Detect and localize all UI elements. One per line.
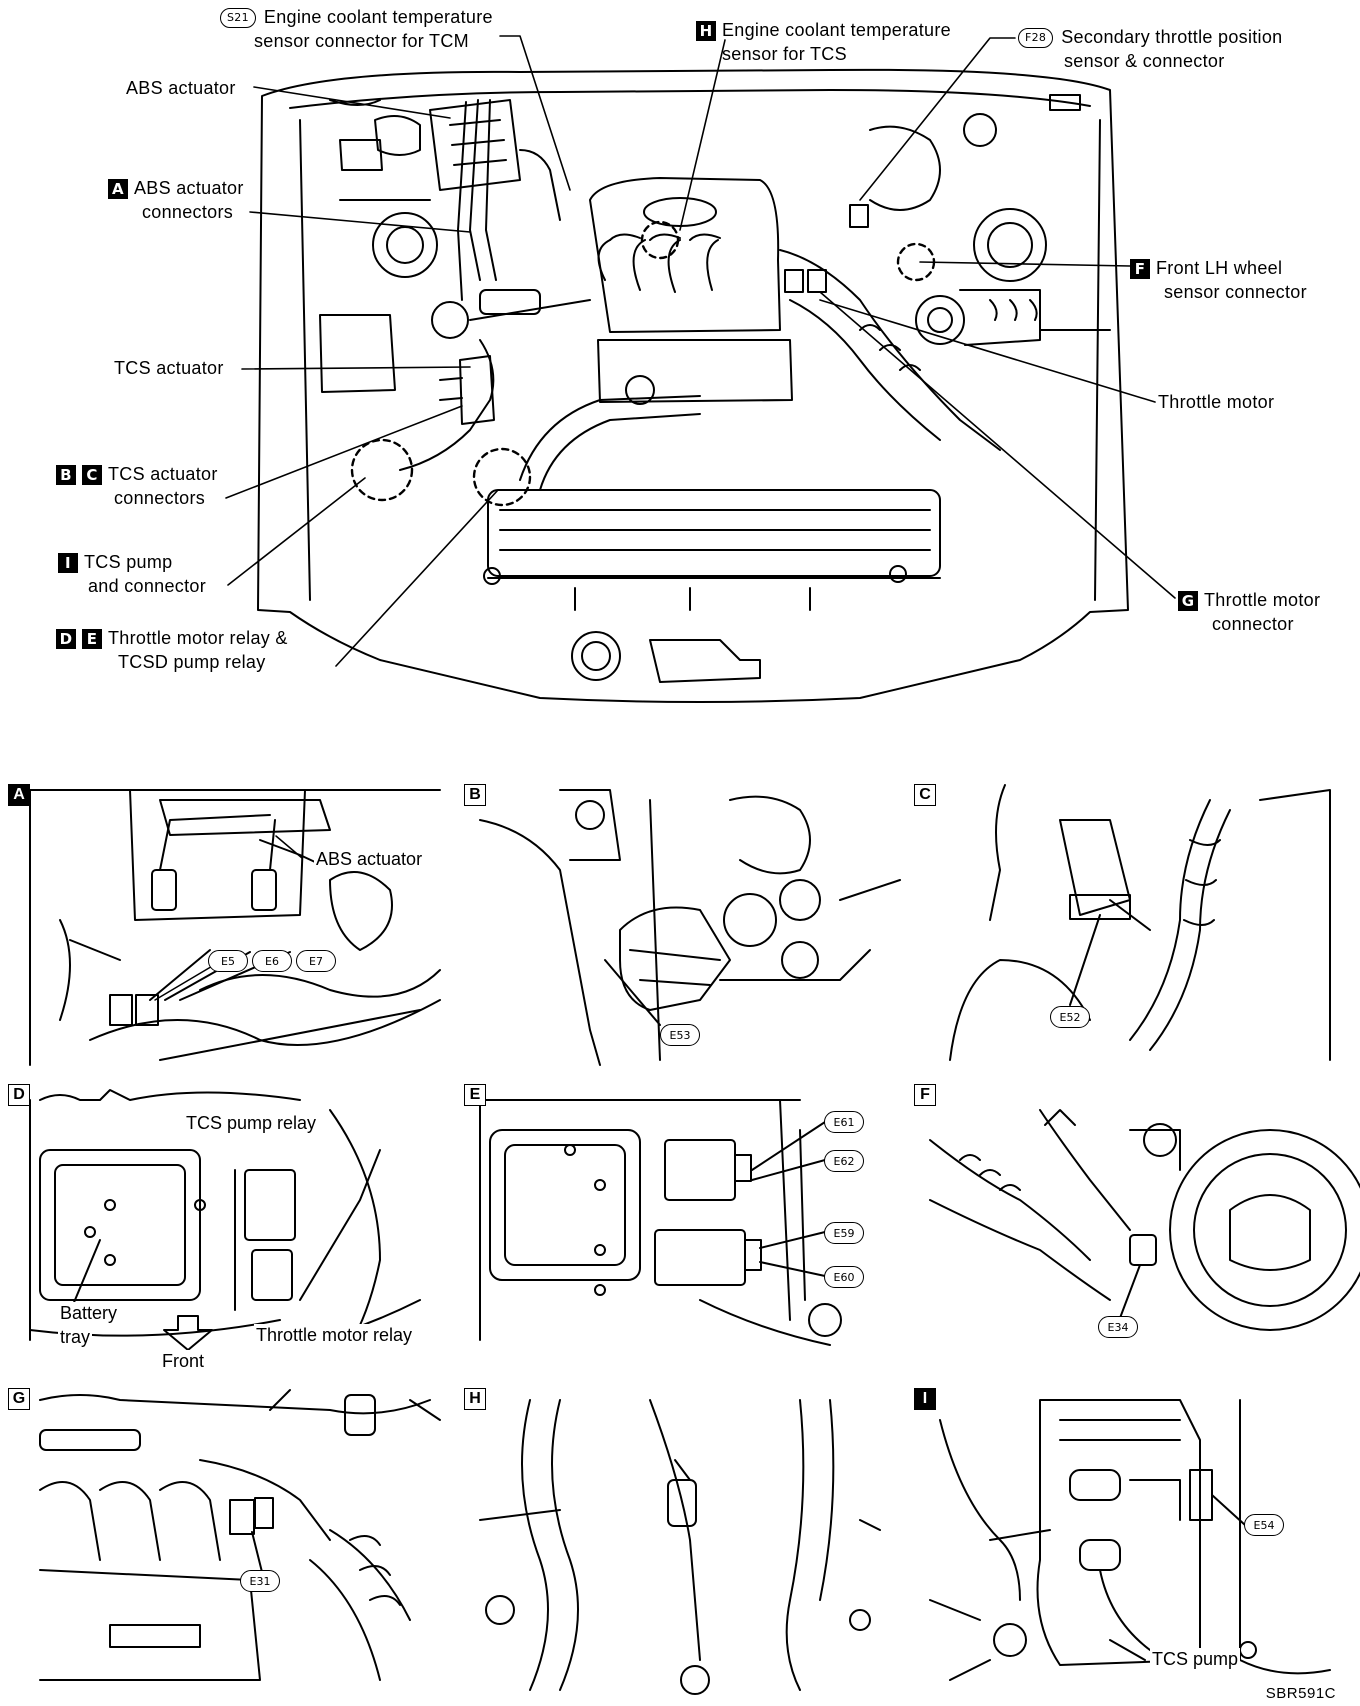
panel-a-drawing: [29, 789, 441, 1066]
callout-a-line2: connectors: [142, 202, 234, 222]
connector-code-f28: F28: [1018, 28, 1054, 49]
radiator-core: [487, 489, 941, 577]
abs-actuator-block: [429, 99, 521, 191]
callout-i-line2: and connector: [88, 576, 206, 596]
callout-s21-line1: Engine coolant temperature: [263, 7, 493, 27]
panel-d-pump-relay-label: TCS pump relay: [184, 1112, 319, 1134]
engine-bay-outline: [257, 68, 1129, 703]
panel-i-letter: I: [914, 1388, 936, 1410]
panel-g-letter: G: [8, 1388, 30, 1410]
figure-id: SBR591C: [1265, 1685, 1336, 1702]
panel-f-drawing: [929, 1109, 1360, 1331]
callout-leaders: [225, 35, 1176, 667]
callout-a: A ABS actuator connectors: [108, 176, 244, 224]
panel-i-drawing: [929, 1399, 1331, 1681]
callout-tcs-actuator-line1: TCS actuator: [114, 358, 224, 378]
callout-g: G Throttle motor connector: [1178, 588, 1320, 636]
wheel-hub: [1169, 1129, 1360, 1331]
panel-a-label: ABS actuator: [314, 848, 425, 870]
callout-i: I TCS pump and connector: [58, 550, 206, 598]
panel-a-letter: A: [8, 784, 30, 806]
callout-bc-line1: TCS actuator: [108, 464, 218, 484]
callout-f28-line1: Secondary throttle position: [1061, 27, 1283, 47]
panel-c-drawing: [949, 784, 1331, 1061]
panel-e-code-e62: E62: [824, 1150, 864, 1172]
letter-d-icon: D: [56, 629, 76, 650]
callout-f-line2: sensor connector: [1164, 282, 1307, 302]
callout-bc-line2: connectors: [114, 488, 206, 508]
panel-e-code-e61: E61: [824, 1111, 864, 1133]
panel-f-letter: F: [914, 1084, 936, 1106]
callout-abs-actuator: ABS actuator: [126, 76, 236, 100]
connector-code-s21: S21: [220, 8, 256, 29]
tcs-actuator: [459, 355, 495, 425]
panel-d-motor-relay-label: Throttle motor relay: [254, 1324, 415, 1346]
panel-b-code-e53: E53: [660, 1024, 700, 1046]
front-horn: [571, 631, 621, 681]
panel-g-drawing: [39, 1389, 441, 1681]
letter-c-icon: C: [82, 465, 102, 486]
callout-g-line2: connector: [1212, 614, 1294, 634]
panel-c-letter: C: [914, 784, 936, 806]
letter-i-icon: I: [58, 553, 78, 574]
panel-e-code-e59: E59: [824, 1222, 864, 1244]
callout-f-line1: Front LH wheel: [1156, 258, 1283, 278]
callout-throttle-motor: Throttle motor: [1158, 390, 1274, 414]
letter-b-icon: B: [56, 465, 76, 486]
callout-de-line2: TCSD pump relay: [118, 652, 266, 672]
panel-h-drawing: [479, 1399, 881, 1695]
panel-g-code-e31: E31: [240, 1570, 280, 1592]
letter-f-icon: F: [1130, 259, 1150, 280]
panel-e-code-e60: E60: [824, 1266, 864, 1288]
callout-f28-line2: sensor & connector: [1064, 51, 1225, 71]
callout-h: H Engine coolant temperature sensor for T…: [696, 18, 951, 66]
callout-abs-line1: ABS actuator: [126, 78, 236, 98]
panel-i-code-e54: E54: [1244, 1514, 1284, 1536]
callout-tcs-actuator: TCS actuator: [114, 356, 224, 380]
panel-b-drawing: [479, 789, 901, 1066]
letter-e-icon: E: [82, 629, 102, 650]
panel-e-drawing: [479, 1099, 842, 1346]
panel-f-code-e34: E34: [1098, 1316, 1138, 1338]
callout-f28: F28 Secondary throttle position sensor & …: [1018, 25, 1282, 73]
callout-a-line1: ABS actuator: [134, 178, 244, 198]
callout-de-line1: Throttle motor relay &: [108, 628, 288, 648]
panel-d-battery-label: Battery: [58, 1302, 120, 1324]
zone-circle-de: [472, 447, 532, 507]
panel-c-code-e52: E52: [1050, 1006, 1090, 1028]
callout-g-line1: Throttle motor: [1204, 590, 1321, 610]
panel-b-letter: B: [464, 784, 486, 806]
zone-circle-i: [350, 438, 414, 502]
panel-i-label: TCS pump: [1150, 1648, 1241, 1670]
panel-d-letter: D: [8, 1084, 30, 1106]
letter-a-icon: A: [108, 179, 128, 200]
panel-a-code-e6: E6: [252, 950, 292, 972]
callout-throttle-motor-line1: Throttle motor: [1158, 392, 1275, 412]
letter-h-icon: H: [696, 21, 716, 42]
engine-bay-drawing: [257, 68, 1129, 703]
letter-g-icon: G: [1178, 591, 1198, 612]
air-duct: [779, 249, 1001, 451]
callout-h-line1: Engine coolant temperature: [722, 20, 951, 40]
callout-i-line1: TCS pump: [84, 552, 173, 572]
callout-s21: S21 Engine coolant temperature sensor con…: [220, 5, 493, 53]
panel-h-letter: H: [464, 1388, 486, 1410]
panel-e-letter: E: [464, 1084, 486, 1106]
panel-a-code-e5: E5: [208, 950, 248, 972]
callout-f: F Front LH wheel sensor connector: [1130, 256, 1307, 304]
callout-h-line2: sensor for TCS: [722, 44, 847, 64]
panel-a-code-e7: E7: [296, 950, 336, 972]
panel-d-front-label: Front: [160, 1350, 207, 1372]
panel-d-tray-label: tray: [58, 1326, 93, 1348]
callout-s21-line2: sensor connector for TCM: [254, 31, 469, 51]
zone-circle-h: [640, 220, 680, 260]
